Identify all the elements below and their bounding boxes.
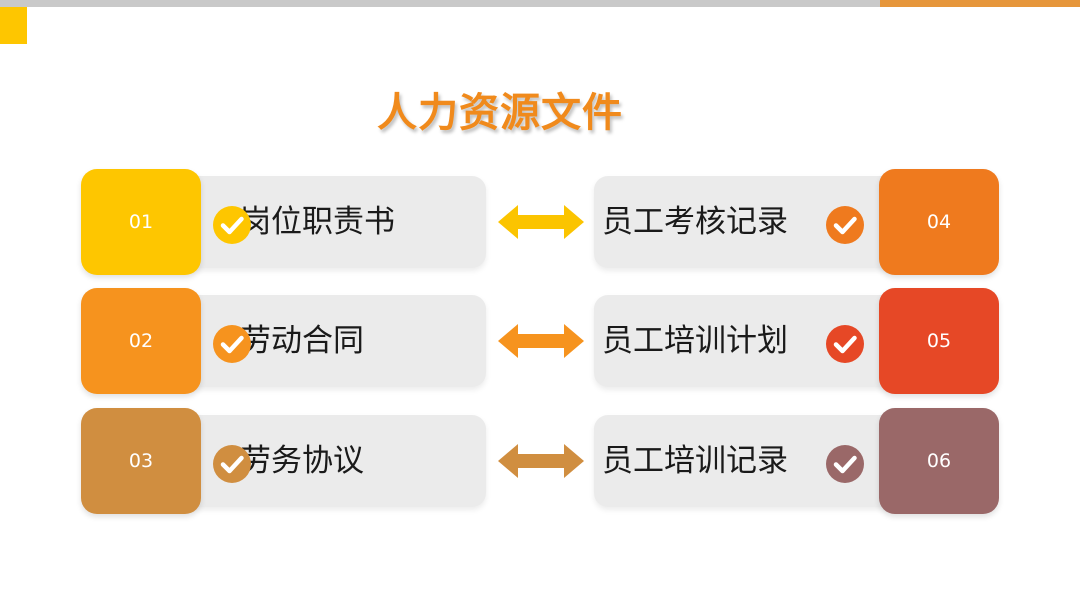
check-circle-icon (213, 206, 251, 244)
card-label: 员工培训计划 (602, 323, 788, 359)
check-circle-icon (213, 445, 251, 483)
number-badge-05: 05 (879, 288, 999, 394)
number-badge-02: 02 (81, 288, 201, 394)
check-circle-icon (213, 325, 251, 363)
check-circle-icon (826, 206, 864, 244)
card-label: 劳动合同 (240, 323, 364, 359)
card-label: 岗位职责书 (240, 204, 395, 240)
slide-title: 人力资源文件 (377, 89, 623, 136)
corner-accent-square (0, 7, 27, 44)
number-badge-06: 06 (879, 408, 999, 514)
number-text: 01 (128, 211, 154, 233)
top-accent-bar-gray (0, 0, 880, 7)
double-arrow-icon (498, 321, 584, 361)
check-circle-icon (826, 325, 864, 363)
double-arrow-icon (498, 441, 584, 481)
double-arrow-icon (498, 202, 584, 242)
card-label: 员工培训记录 (602, 443, 788, 479)
number-badge-04: 04 (879, 169, 999, 275)
number-text: 04 (926, 211, 952, 233)
number-badge-03: 03 (81, 408, 201, 514)
number-badge-01: 01 (81, 169, 201, 275)
number-text: 05 (926, 330, 952, 352)
number-text: 03 (128, 450, 154, 472)
number-text: 02 (128, 330, 154, 352)
card-label: 劳务协议 (240, 443, 364, 479)
top-accent-bar-orange (880, 0, 1080, 7)
card-label: 员工考核记录 (602, 204, 788, 240)
check-circle-icon (826, 445, 864, 483)
number-text: 06 (926, 450, 952, 472)
